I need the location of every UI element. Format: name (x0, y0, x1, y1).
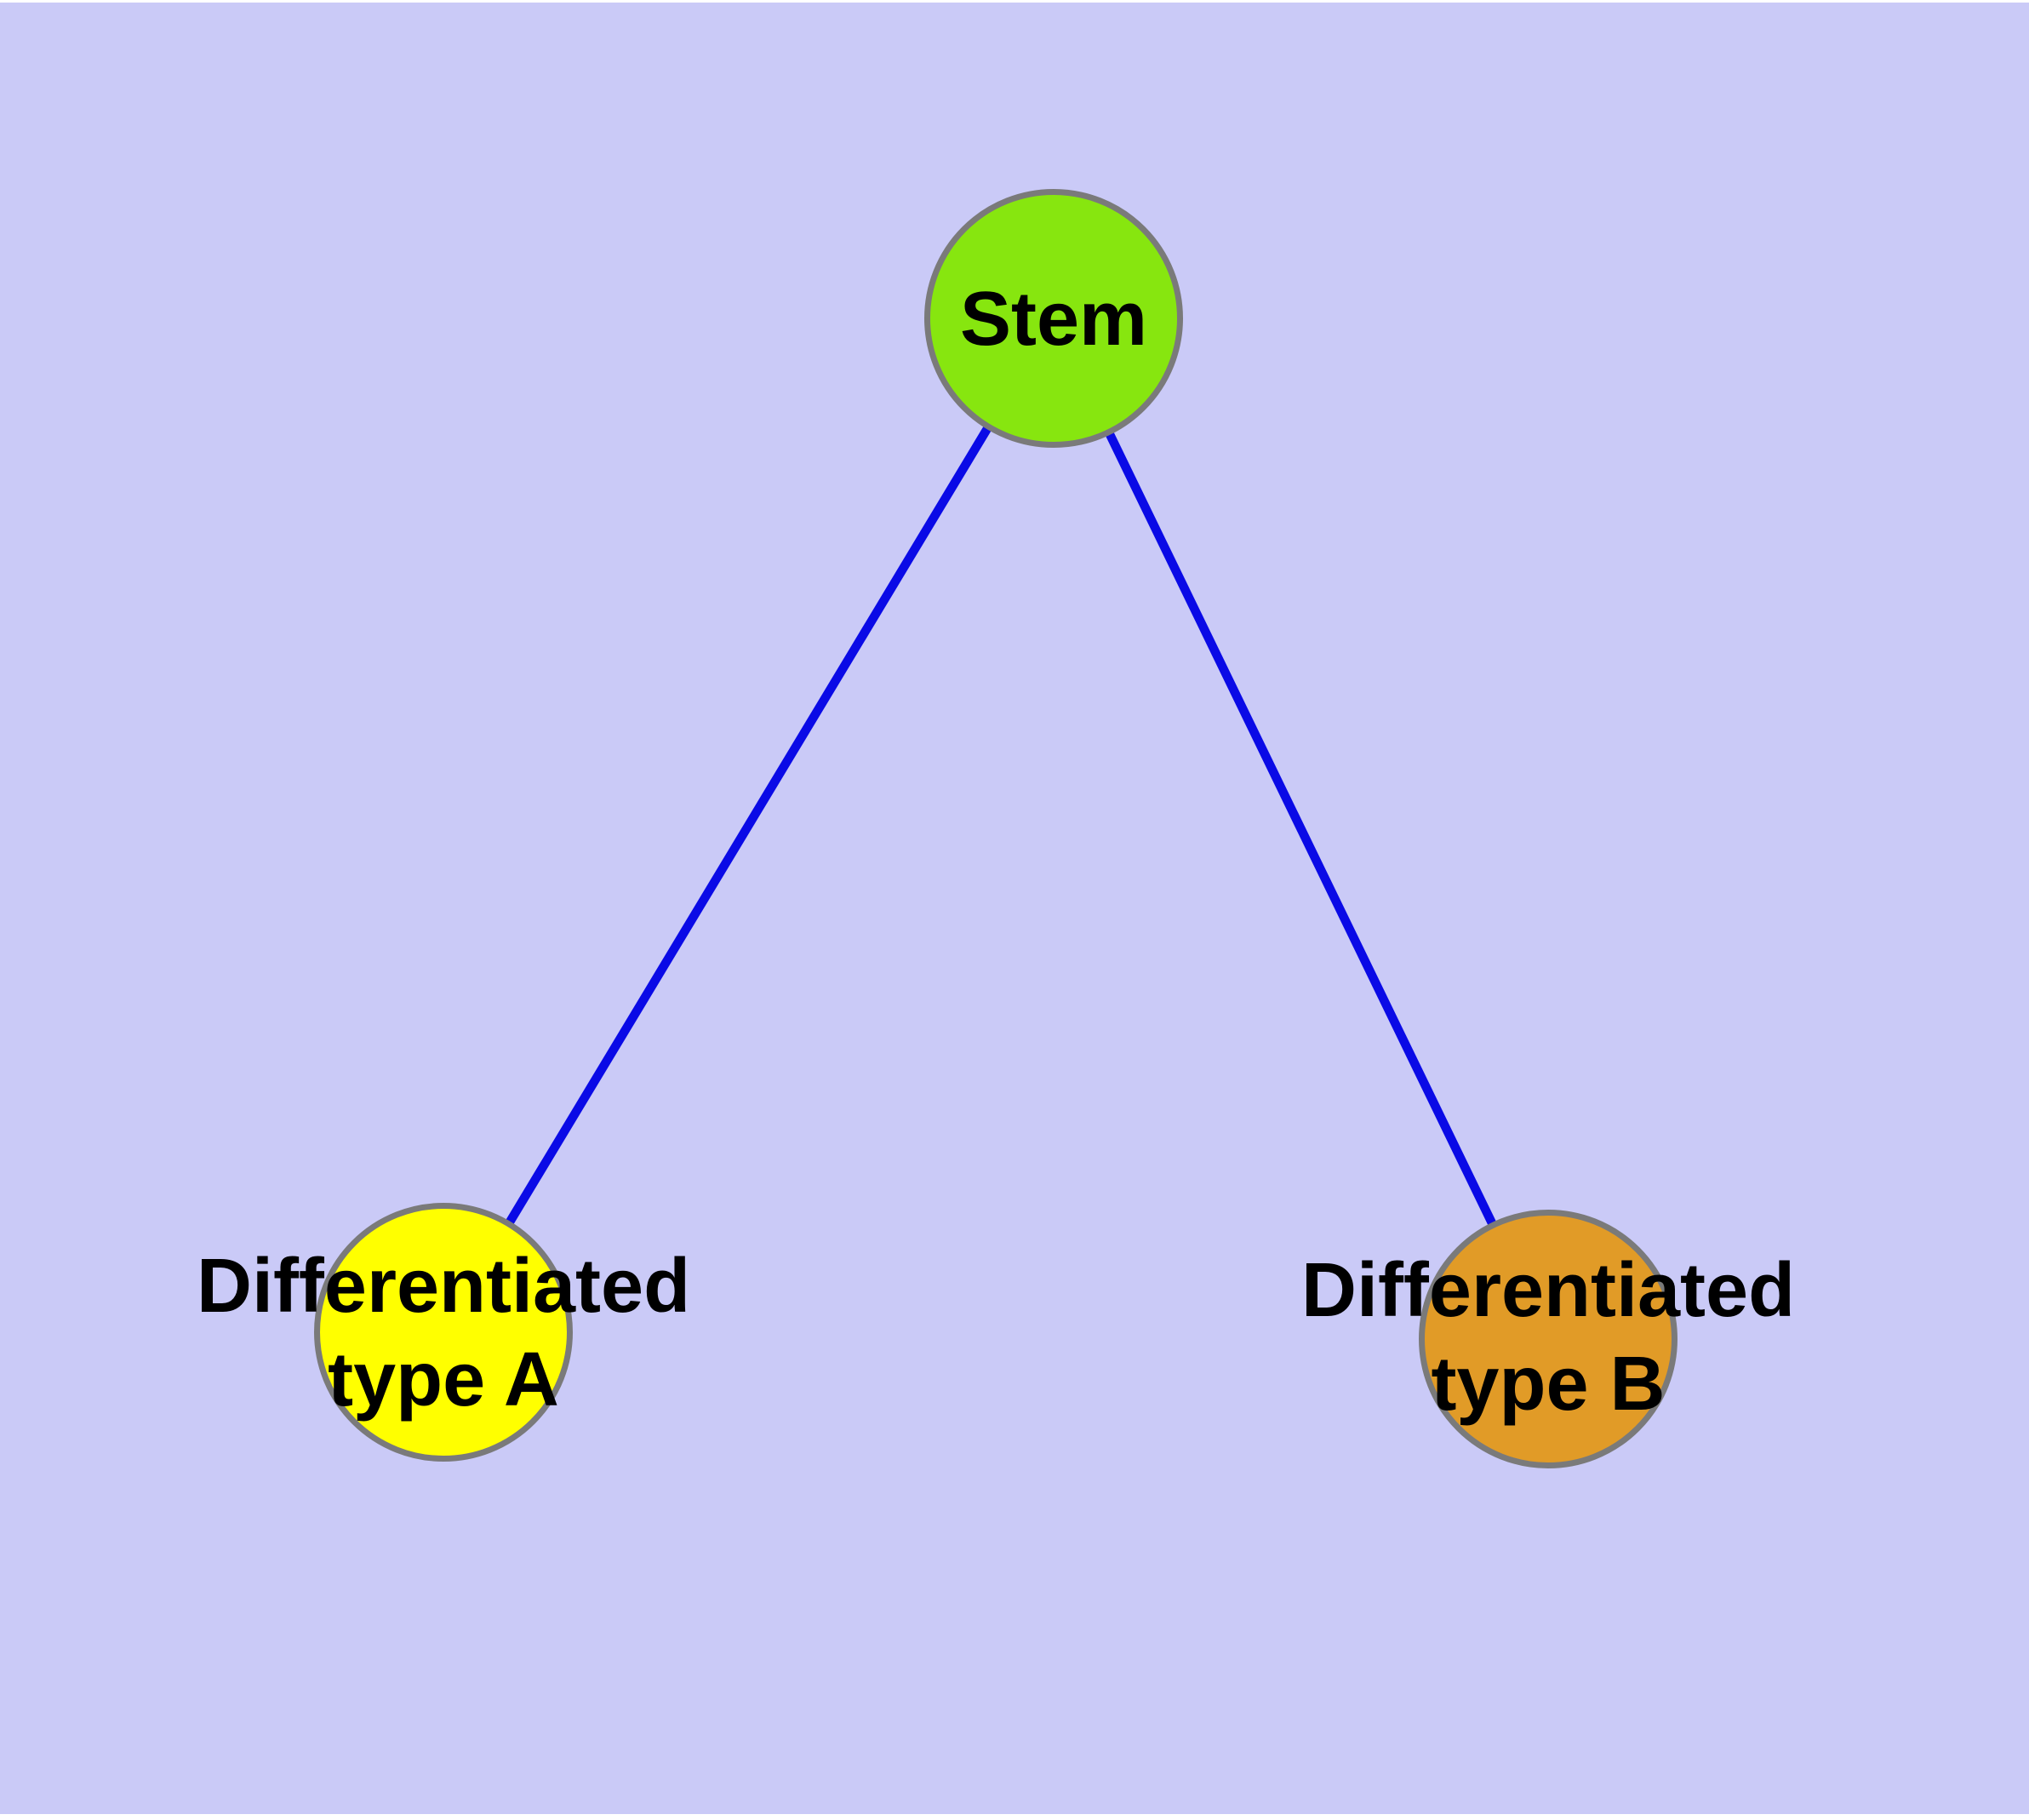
node-label-differentiated-type-b: Differentiated type B (1300, 1248, 1796, 1427)
node-label-stem: Stem (959, 277, 1148, 363)
node-differentiated-type-b (1419, 1210, 1677, 1468)
node-stem (924, 189, 1183, 448)
edge-stem-to-type-b (1049, 316, 1552, 1342)
node-differentiated-type-a (314, 1203, 573, 1462)
node-label-differentiated-type-a: Differentiated type A (196, 1244, 691, 1422)
edge-stem-to-type-a (439, 316, 1058, 1335)
